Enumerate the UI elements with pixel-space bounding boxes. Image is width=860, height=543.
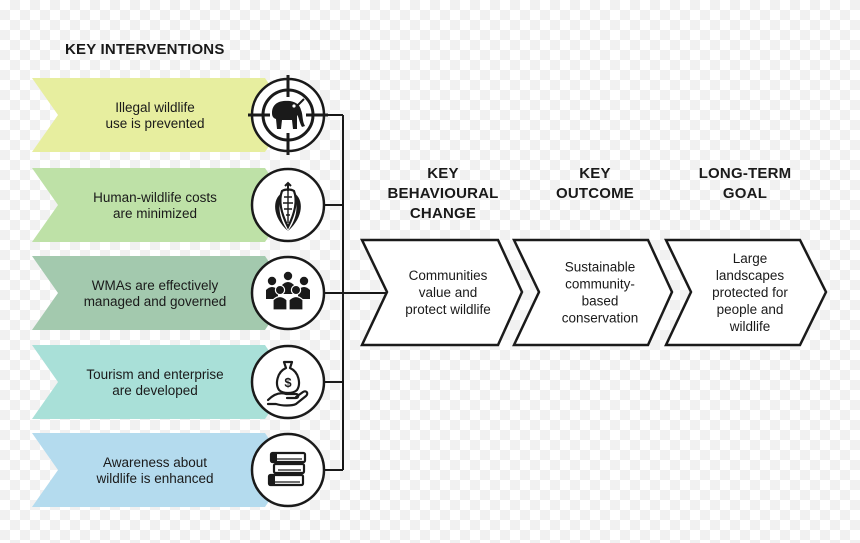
intervention-chevron <box>32 78 290 152</box>
intervention-label-line: WMAs are effectively <box>92 278 219 293</box>
intervention-label-line: managed and governed <box>84 294 227 309</box>
stage-text-line: community- <box>565 277 635 292</box>
stage-chevron <box>664 238 828 347</box>
intervention-chevron <box>32 256 290 330</box>
stage-text-line: protected for <box>712 285 788 300</box>
connector-lines <box>324 114 387 471</box>
intervention-label-line: Tourism and enterprise <box>86 367 223 382</box>
intervention-chevron <box>32 345 290 419</box>
intervention-label-line: use is prevented <box>105 116 204 131</box>
stage-text: Sustainable community-based conservation <box>562 260 639 326</box>
elephant-crosshair-icon <box>248 75 328 155</box>
stage-text-line: protect wildlife <box>405 302 491 317</box>
stage-heading-line: OUTCOME <box>556 185 634 202</box>
stage-text-line: wildlife <box>729 319 771 334</box>
stage-text: Large landscapes protected for people and wi… <box>712 251 788 334</box>
stage-heading-line: CHANGE <box>410 205 476 222</box>
intervention-label-line: are developed <box>112 383 198 398</box>
intervention-label-line: are minimized <box>113 206 197 221</box>
stage-text-line: Large <box>733 251 768 266</box>
stage-text-line: people and <box>717 302 784 317</box>
stage-text: Communities value and protect wildlife <box>405 268 491 317</box>
books-icon <box>267 451 307 487</box>
stage-heading: LONG-TERM GOAL <box>699 165 792 202</box>
money-hand-icon: $ <box>266 360 309 407</box>
intervention-label-line: Awareness about <box>103 455 207 470</box>
stage-heading-line: BEHAVIOURAL <box>387 185 498 202</box>
community-icon <box>266 271 310 311</box>
icon-circle <box>250 344 326 420</box>
stage-text-line: Sustainable <box>565 260 636 275</box>
stage-heading-line: KEY <box>427 165 458 182</box>
stage-text-line: conservation <box>562 311 639 326</box>
corn-icon <box>275 181 301 231</box>
stage-text-line: value and <box>419 285 478 300</box>
stage-text-line: based <box>582 294 619 309</box>
stage-long-term-goal: LONG-TERM GOAL Large landscapes protected fo… <box>664 165 828 347</box>
stage-text-line: Communities <box>409 268 488 283</box>
stage-chevron <box>360 238 524 347</box>
intervention-chevron <box>32 168 290 242</box>
intervention-label-line: Human-wildlife costs <box>93 190 217 205</box>
stage-text-line: landscapes <box>716 268 785 283</box>
stage-chevron <box>512 238 674 347</box>
intervention-chevron <box>32 433 290 507</box>
stage-behavioural-change: KEY BEHAVIOURAL CHANGE Communities value and… <box>360 165 524 347</box>
stage-heading-line: KEY <box>579 165 610 182</box>
stage-heading-line: LONG-TERM <box>699 165 792 182</box>
stage-heading: KEY BEHAVIOURAL CHANGE <box>387 165 498 222</box>
intervention-label-line: wildlife is enhanced <box>95 471 213 486</box>
stage-outcome: KEY OUTCOME Sustainable community-based cons… <box>512 165 674 347</box>
stages-group: KEY BEHAVIOURAL CHANGE Communities value and… <box>360 165 828 347</box>
key-interventions-title: KEY INTERVENTIONS <box>65 41 225 58</box>
intervention-label-line: Illegal wildlife <box>115 100 195 115</box>
svg-text:$: $ <box>284 375 292 390</box>
stage-heading-line: GOAL <box>723 185 767 202</box>
stage-heading: KEY OUTCOME <box>556 165 634 202</box>
